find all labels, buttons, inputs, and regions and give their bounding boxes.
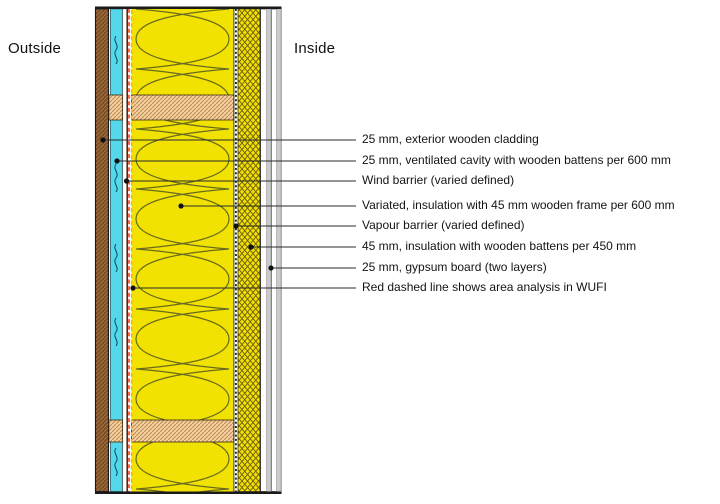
leader-lines — [103, 139, 356, 289]
legend-label-wufi-analysis: Red dashed line shows area analysis in W… — [362, 280, 607, 294]
wall-top-edge — [95, 6, 282, 9]
outside-label: Outside — [8, 40, 62, 57]
cladding-layer — [94, 8, 110, 493]
wooden-battens — [108, 94, 235, 443]
leader-dot — [114, 158, 120, 164]
leader-dots — [100, 137, 274, 291]
legend-label-wind-barrier: Wind barrier (varied defined) — [362, 173, 515, 187]
leader-dot — [268, 265, 274, 271]
legend-label-exterior-cladding: 25 mm, exterior wooden cladding — [362, 132, 539, 146]
inner-insulation-layer — [237, 8, 261, 493]
air-flow-squiggles — [114, 35, 118, 477]
leader-dot — [100, 137, 106, 143]
leader-dot — [233, 223, 239, 229]
legend-label-vapour-barrier: Vapour barrier (varied defined) — [362, 218, 525, 232]
main-insulation-layer — [131, 8, 234, 492]
ventilated-cavity-layer — [110, 8, 123, 492]
leader-dot — [248, 244, 254, 250]
leader-dot — [130, 285, 136, 291]
gypsum-layer — [260, 8, 282, 493]
inside-label: Inside — [294, 40, 336, 57]
wall-bottom-edge — [95, 491, 282, 494]
legend-label-gypsum-board: 25 mm, gypsum board (two layers) — [362, 260, 547, 274]
wind-barrier-layer — [122, 8, 129, 492]
leader-dot — [123, 178, 130, 184]
legend-label-main-insulation: Variated, insulation with 45 mm wooden f… — [362, 198, 675, 212]
legend-label-inner-insulation: 45 mm, insulation with wooden battens pe… — [362, 239, 637, 253]
leader-dot — [178, 203, 184, 209]
legend-label-ventilated-cavity: 25 mm, ventilated cavity with wooden bat… — [362, 153, 671, 167]
